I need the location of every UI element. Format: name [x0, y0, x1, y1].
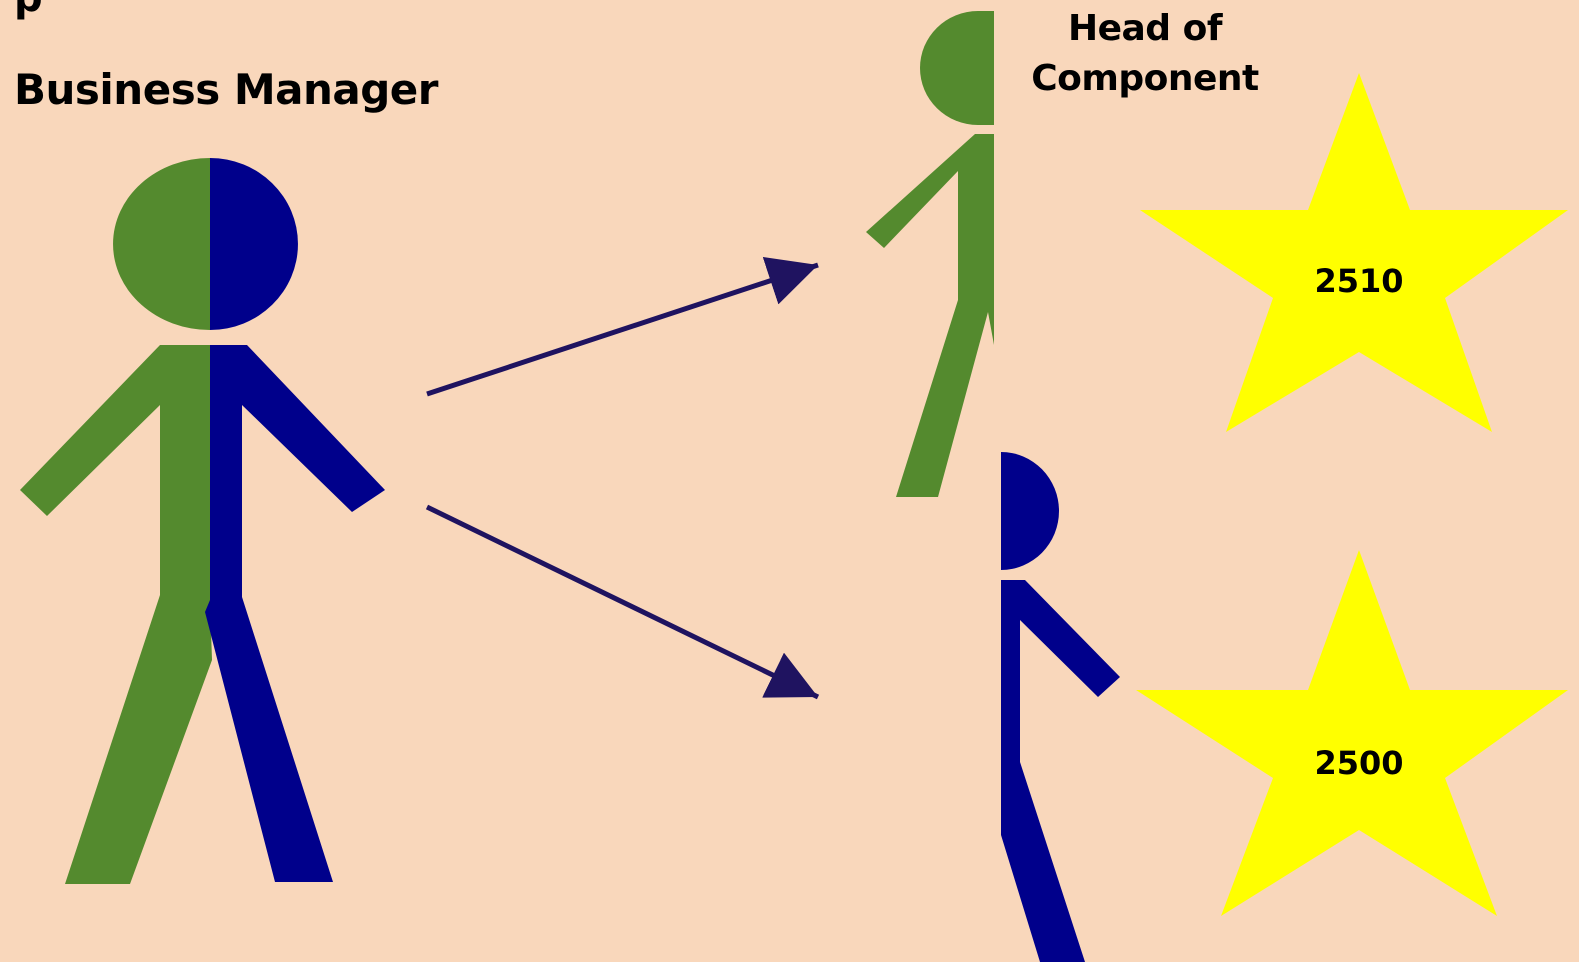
star-top: 2510	[1140, 73, 1568, 432]
bm-head-right	[210, 158, 298, 330]
bm-body-right	[205, 345, 385, 882]
blue-body	[1001, 580, 1120, 962]
star-top-value: 2510	[1314, 262, 1403, 300]
business-manager-figure	[20, 158, 385, 884]
blue-component-figure	[1001, 452, 1120, 962]
star-bottom-value: 2500	[1314, 744, 1403, 782]
star-bottom: 2500	[1136, 550, 1568, 916]
bm-head-left	[113, 158, 210, 330]
arrow-to-head-of-component	[427, 265, 818, 394]
star-top-shape	[1140, 73, 1568, 432]
hoc-body	[866, 134, 994, 497]
arrow-to-blue-figure	[427, 507, 818, 697]
head-of-component-figure	[866, 11, 994, 497]
star-bottom-shape	[1136, 550, 1568, 916]
blue-head	[1001, 452, 1059, 570]
hoc-head	[920, 11, 994, 125]
bm-body-left	[20, 345, 212, 884]
